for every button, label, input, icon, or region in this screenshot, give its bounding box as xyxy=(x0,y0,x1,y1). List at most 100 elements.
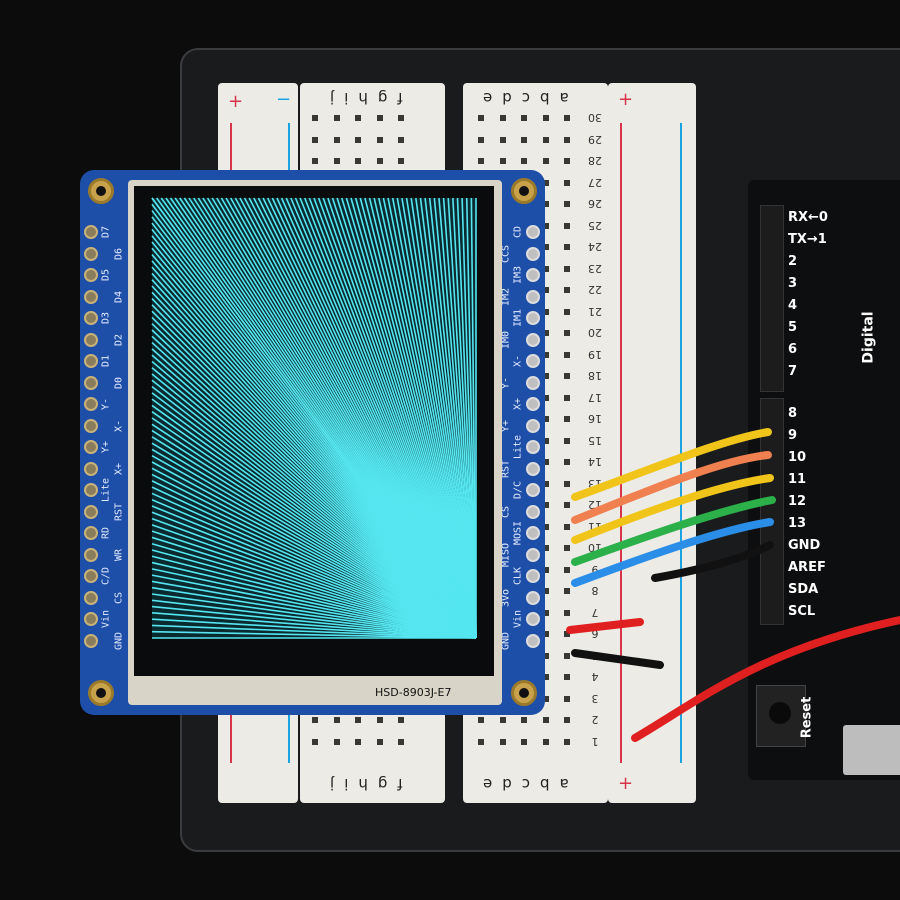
breadboard-hole xyxy=(542,179,549,186)
breadboard-hole xyxy=(376,738,383,745)
header-pin xyxy=(84,483,98,497)
breadboard-hole xyxy=(499,717,506,723)
breadboard-hole xyxy=(564,330,570,336)
breadboard-hole xyxy=(333,738,340,745)
arduino-pin-label: SDA xyxy=(788,582,819,597)
arduino-pin-label: SCL xyxy=(788,604,816,619)
screen-line xyxy=(151,517,477,639)
screen-line xyxy=(151,486,477,639)
rail-plus-label: + xyxy=(228,91,244,112)
screen-line xyxy=(151,385,477,639)
header-pin xyxy=(84,440,98,454)
screen-line xyxy=(151,618,477,639)
screen-line xyxy=(151,436,477,639)
header-pin xyxy=(526,311,540,325)
breadboard-hole xyxy=(542,158,549,164)
jumper-wire xyxy=(651,541,774,582)
arduino-pin-label: RX←0 xyxy=(788,210,828,225)
header-pin xyxy=(526,569,540,583)
breadboard-hole xyxy=(499,136,506,143)
breadboard-hole xyxy=(333,158,340,164)
breadboard-hole xyxy=(542,351,549,358)
header-pin xyxy=(84,332,98,347)
breadboard-hole xyxy=(564,437,570,444)
screen-line xyxy=(151,568,477,639)
breadboard-hole xyxy=(478,738,484,745)
arduino-pin-label: 5 xyxy=(788,320,798,335)
breadboard-hole xyxy=(398,136,404,143)
jumper-wire xyxy=(631,616,900,742)
breadboard-hole xyxy=(333,115,340,121)
breadboard-hole xyxy=(542,738,549,745)
header-pin xyxy=(84,526,98,540)
breadboard-hole xyxy=(376,717,383,723)
breadboard-hole xyxy=(564,674,570,680)
arduino-pin-label: 3 xyxy=(788,276,798,291)
header-pin xyxy=(84,504,98,519)
breadboard-hole xyxy=(564,179,570,186)
breadboard-hole xyxy=(564,566,570,573)
header-pin xyxy=(526,504,540,519)
screen-line xyxy=(151,555,477,639)
mounting-hole xyxy=(88,178,114,204)
arduino-pin-label: 2 xyxy=(788,254,798,269)
breadboard-hole xyxy=(564,201,570,207)
breadboard-hole xyxy=(398,115,404,121)
header-pin xyxy=(84,547,98,562)
arduino-pin-label: 7 xyxy=(788,364,798,379)
breadboard-hole xyxy=(542,459,549,465)
header-pin xyxy=(526,590,540,605)
header-pin xyxy=(84,612,98,626)
breadboard-hole xyxy=(542,201,549,207)
breadboard-hole xyxy=(499,115,506,121)
rail-minus-label: − xyxy=(276,89,292,110)
screen-line xyxy=(151,605,477,639)
breadboard-right-rail: + + xyxy=(608,83,696,803)
screen-line xyxy=(151,530,477,639)
breadboard-hole xyxy=(564,588,570,594)
mounting-hole xyxy=(88,680,114,706)
breadboard-hole xyxy=(564,459,570,465)
header-pin xyxy=(526,268,540,282)
jumper-wire xyxy=(571,496,776,566)
header-pin xyxy=(84,268,98,282)
reset-button-cap xyxy=(769,702,791,724)
breadboard-hole xyxy=(542,244,549,250)
header-pin xyxy=(84,289,98,304)
header-pin xyxy=(526,289,540,304)
jumper-wire xyxy=(566,618,644,634)
jumper-wire xyxy=(571,428,772,501)
breadboard-hole xyxy=(564,416,570,422)
usb-port xyxy=(843,725,900,775)
breadboard-hole xyxy=(312,158,318,164)
breadboard-hole xyxy=(355,717,361,723)
screen-line xyxy=(151,473,477,639)
screen-line xyxy=(151,542,477,639)
screen-line xyxy=(151,367,477,639)
breadboard-hole xyxy=(542,416,549,422)
header-pin xyxy=(84,375,98,390)
breadboard-hole xyxy=(564,717,570,723)
screen-line xyxy=(151,492,477,639)
breadboard-hole xyxy=(542,502,549,508)
arduino-pin-label: AREF xyxy=(788,560,826,575)
header-pin xyxy=(84,633,98,648)
breadboard-hole xyxy=(478,717,484,723)
header-pin xyxy=(526,354,540,368)
breadboard-hole xyxy=(398,738,404,745)
screen-line xyxy=(151,404,477,639)
screen-line xyxy=(151,524,477,639)
breadboard-hole xyxy=(542,631,549,637)
header-pin xyxy=(84,311,98,325)
breadboard-hole xyxy=(542,480,549,487)
breadboard-hole xyxy=(376,158,383,164)
screen-line xyxy=(151,511,477,639)
header-pin xyxy=(526,526,540,540)
jumper-wire xyxy=(571,649,664,669)
breadboard-hole xyxy=(564,738,570,745)
screen-line-pattern xyxy=(151,197,477,639)
breadboard-hole xyxy=(499,158,506,164)
reset-button[interactable] xyxy=(756,685,806,747)
